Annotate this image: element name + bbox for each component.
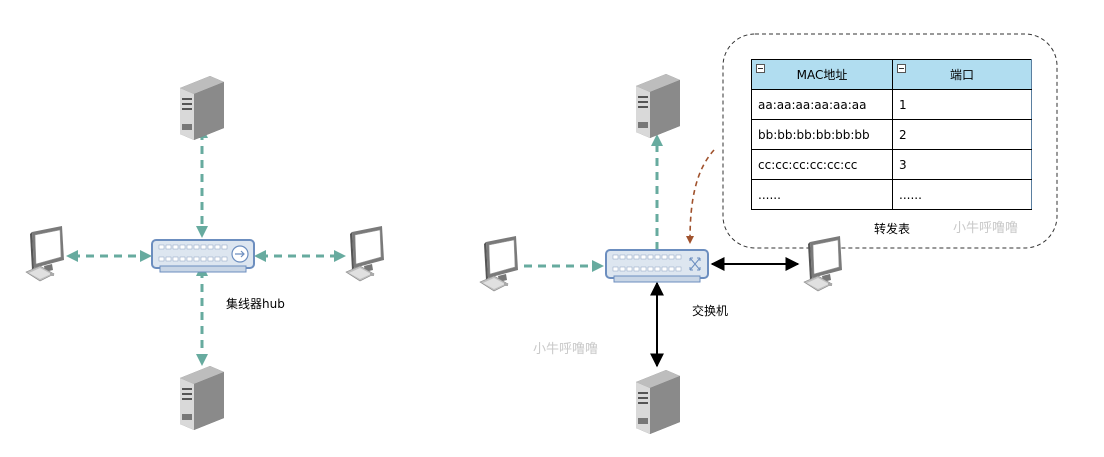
desktop-icon — [479, 235, 519, 292]
table-caption: 转发表 — [874, 222, 911, 236]
lookup-curve-arrow — [686, 149, 715, 244]
mac-address-header: MAC地址 — [751, 59, 893, 90]
watermark: 小牛呼噜噜 — [533, 342, 599, 357]
table-row: cc:cc:cc:cc:cc:cc 3 — [751, 149, 1032, 180]
forwarding-table-container — [722, 33, 1058, 249]
mac-cell: bb:bb:bb:bb:bb:bb — [751, 119, 893, 150]
port-header: 端口 — [892, 59, 1032, 90]
hub-icon — [151, 239, 255, 273]
server-icon — [180, 76, 224, 140]
server-icon — [180, 366, 224, 430]
watermark: 小牛呼噜噜 — [953, 221, 1019, 236]
table-row: bb:bb:bb:bb:bb:bb 2 — [751, 119, 1032, 150]
table-row: ...... ...... — [751, 179, 1032, 210]
hub-network-group — [25, 76, 385, 430]
collapse-icon[interactable] — [897, 64, 906, 73]
mac-cell: aa:aa:aa:aa:aa:aa — [751, 89, 893, 120]
switch-network-group — [479, 33, 1058, 434]
port-cell: 2 — [892, 119, 1032, 150]
mac-cell: cc:cc:cc:cc:cc:cc — [751, 149, 893, 180]
table-row: aa:aa:aa:aa:aa:aa 1 — [751, 89, 1032, 120]
desktop-icon — [803, 235, 843, 292]
collapse-icon[interactable] — [756, 64, 765, 73]
switch-icon — [605, 249, 709, 283]
desktop-icon — [345, 225, 385, 282]
server-icon — [636, 370, 680, 434]
desktop-icon — [25, 225, 65, 282]
mac-forwarding-table: MAC地址 端口 aa:aa:aa:aa:aa:aa 1 bb:bb:bb:bb… — [751, 59, 1032, 210]
mac-cell: ...... — [751, 179, 893, 210]
table-header-row: MAC地址 端口 — [751, 59, 1032, 90]
port-cell: ...... — [892, 179, 1032, 210]
port-cell: 1 — [892, 89, 1032, 120]
server-icon — [636, 74, 680, 138]
port-cell: 3 — [892, 149, 1032, 180]
hub-label: 集线器hub — [226, 297, 285, 311]
switch-label: 交换机 — [692, 304, 729, 318]
